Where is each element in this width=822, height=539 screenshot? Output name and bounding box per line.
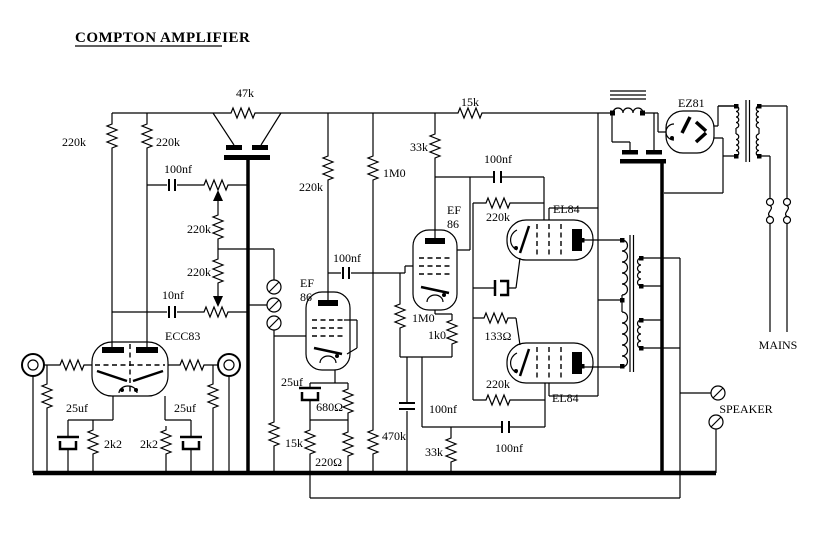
input-stage-wires: [21, 353, 241, 473]
label-ef86-v2-line1: EF: [300, 276, 314, 290]
label-15k-feedback: 15k: [285, 436, 303, 450]
label-ecc83: ECC83: [165, 329, 200, 343]
label-220k-tone-lower: 220k: [187, 265, 211, 279]
label-100nf-couple-top: 100nf: [484, 152, 512, 166]
aux-terminals: [266, 279, 282, 331]
label-ef86-v3-line1: EF: [447, 203, 461, 217]
label-33k-lower: 33k: [425, 445, 443, 459]
mains-fuses: [765, 197, 792, 332]
label-100nf-couple-v3: 100nf: [333, 251, 361, 265]
label-1m0-gridleak: 1M0: [412, 311, 435, 325]
psu-choke: [610, 90, 646, 116]
label-220r: 220Ω: [315, 455, 342, 469]
psu-dual-capacitor-left: [224, 145, 270, 473]
label-ef86-v3-line2: 86: [447, 217, 459, 231]
splitter-wires: [422, 197, 622, 473]
label-100nf-treble: 100nf: [164, 162, 192, 176]
label-133r: 133Ω: [485, 329, 512, 343]
label-ef86-v2-line2: 86: [300, 290, 312, 304]
anode-rails: [106, 113, 153, 347]
ez81-leads: [657, 105, 736, 139]
label-220k-anode-right: 220k: [156, 135, 180, 149]
page-title: COMPTON AMPLIFIER: [75, 30, 250, 46]
label-ez81: EZ81: [678, 96, 705, 110]
label-2k2-right: 2k2: [140, 437, 158, 451]
tone-network-wires: [112, 179, 275, 336]
label-1m0-screen: 1M0: [383, 166, 406, 180]
ef86-v3-tube: [412, 229, 458, 311]
label-10nf-bass: 10nf: [162, 288, 184, 302]
ez81-tube: [665, 110, 715, 154]
label-680r: 680Ω: [316, 400, 343, 414]
label-25uf-left: 25uf: [66, 401, 88, 415]
label-100nf-couple-bottom: 100nf: [495, 441, 523, 455]
label-100nf-mid: 100nf: [429, 402, 457, 416]
ef86-v2-tube: [305, 291, 351, 371]
label-25uf-right: 25uf: [174, 401, 196, 415]
el84-bottom-tube: [506, 342, 594, 384]
label-mains: MAINS: [759, 338, 798, 352]
ecc83-tube: [91, 341, 169, 397]
label-speaker: SPEAKER: [719, 402, 772, 416]
psu-dual-capacitor-right: [611, 112, 724, 473]
ht-rail-wires: [112, 107, 612, 396]
mains-transformer: [718, 100, 788, 199]
label-220k-v2-anode: 220k: [299, 180, 323, 194]
el84-top-tube: [506, 219, 594, 261]
label-1k0: 1k0: [428, 328, 446, 342]
label-2k2-left: 2k2: [104, 437, 122, 451]
label-25uf-v2: 25uf: [281, 375, 303, 389]
v3-stage-wires: [394, 113, 545, 473]
label-220k-tone-upper: 220k: [187, 222, 211, 236]
label-470k: 470k: [382, 429, 406, 443]
label-220k-grid-bottom: 220k: [486, 377, 510, 391]
label-el84-top: EL84: [553, 202, 580, 216]
label-220k-anode-left: 220k: [62, 135, 86, 149]
label-15k-ht: 15k: [461, 95, 479, 109]
label-220k-grid-top: 220k: [486, 210, 510, 224]
output-transformer: [310, 235, 717, 499]
label-47k: 47k: [236, 86, 254, 100]
label-el84-bottom: EL84: [552, 391, 579, 405]
v2-stage-wires: [268, 113, 413, 498]
label-33k-v3-anode: 33k: [410, 140, 428, 154]
